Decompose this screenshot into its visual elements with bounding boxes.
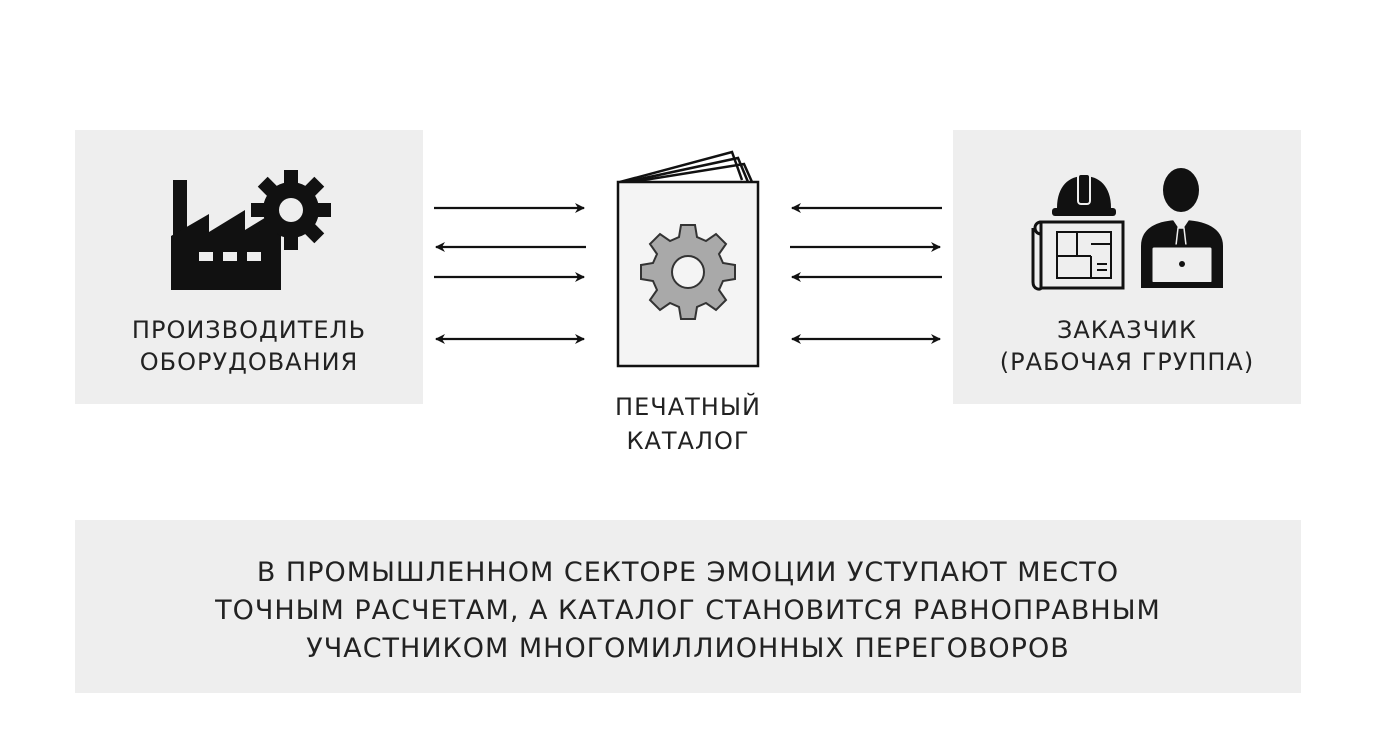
customer-label-line2: (РАБОЧАЯ ГРУППА)	[999, 348, 1255, 376]
catalog-label: ПЕЧАТНЫЙ КАТАЛОГ	[568, 390, 808, 458]
customer-label: ЗАКАЗЧИК (РАБОЧАЯ ГРУППА)	[953, 314, 1301, 378]
factory-gear-icon	[171, 170, 331, 290]
customer-label-line1: ЗАКАЗЧИК	[1056, 316, 1198, 344]
manufacturer-label-line1: ПРОИЗВОДИТЕЛЬ	[131, 316, 367, 344]
manufacturer-label-line2: ОБОРУДОВАНИЯ	[139, 348, 359, 376]
caption-line2: ТОЧНЫМ РАСЧЕТАМ, А КАТАЛОГ СТАНОВИТСЯ РА…	[215, 595, 1161, 626]
businessman-laptop-icon	[1141, 168, 1223, 288]
manufacturer-panel: ПРОИЗВОДИТЕЛЬ ОБОРУДОВАНИЯ	[75, 130, 423, 404]
hard-hat-icon	[1052, 173, 1116, 216]
customer-panel: ЗАКАЗЧИК (РАБОЧАЯ ГРУППА)	[953, 130, 1301, 404]
caption-text: В ПРОМЫШЛЕННОМ СЕКТОРЕ ЭМОЦИИ УСТУПАЮТ М…	[75, 554, 1301, 668]
blueprint-icon	[1031, 220, 1125, 291]
right-arrows	[790, 203, 942, 344]
catalog-label-line1: ПЕЧАТНЫЙ	[615, 393, 761, 421]
left-arrows	[434, 203, 586, 344]
caption-line1: В ПРОМЫШЛЕННОМ СЕКТОРЕ ЭМОЦИИ УСТУПАЮТ М…	[256, 557, 1120, 588]
caption-line3: УЧАСТНИКОМ МНОГОМИЛЛИОННЫХ ПЕРЕГОВОРОВ	[306, 633, 1070, 664]
catalog-label-line2: КАТАЛОГ	[626, 427, 750, 455]
catalog-gear-icon	[616, 150, 760, 368]
caption-panel: В ПРОМЫШЛЕННОМ СЕКТОРЕ ЭМОЦИИ УСТУПАЮТ М…	[75, 520, 1301, 693]
manufacturer-label: ПРОИЗВОДИТЕЛЬ ОБОРУДОВАНИЯ	[75, 314, 423, 378]
